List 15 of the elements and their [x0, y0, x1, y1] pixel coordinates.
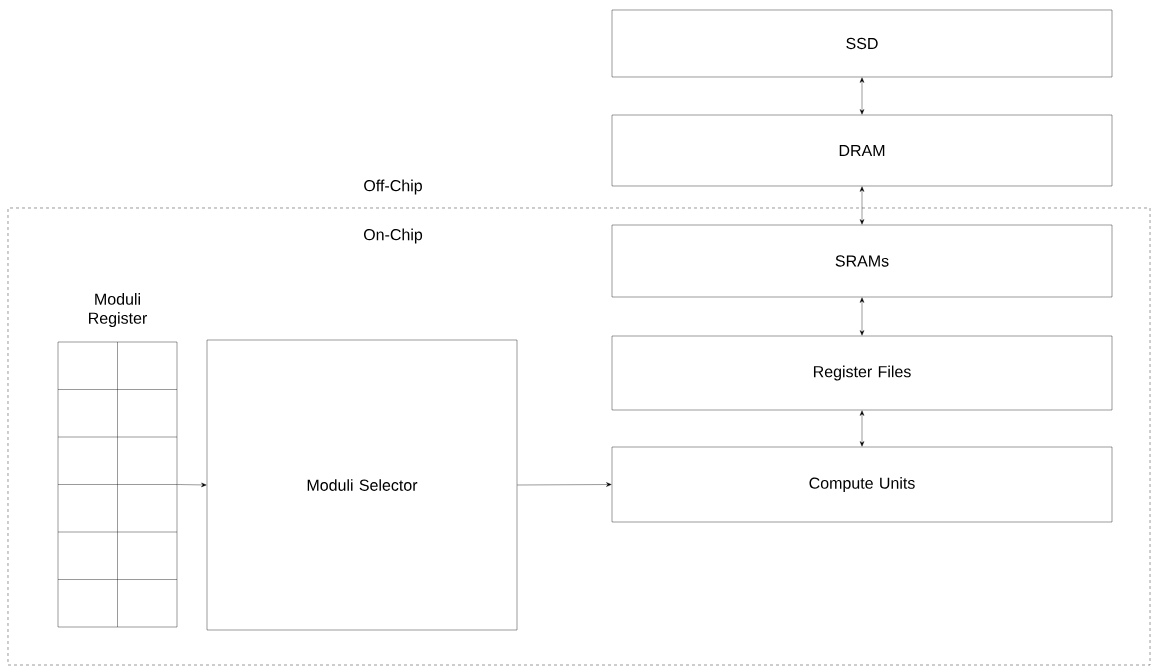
table-heading: Moduli Register	[89, 293, 147, 327]
arrow	[859, 410, 865, 447]
arrow	[859, 297, 865, 336]
arrow	[859, 186, 865, 225]
process-box: DRAM	[611, 114, 1113, 187]
process-box: Compute Units	[611, 446, 1113, 523]
process-box: Register Files	[611, 335, 1113, 411]
boundary-label: Off-Chip	[364, 179, 422, 195]
process-box: SSD	[611, 9, 1113, 78]
process-box: SRAMs	[611, 224, 1113, 298]
arrow	[177, 482, 207, 488]
arrow	[517, 482, 612, 487]
arrow	[859, 77, 865, 115]
region-label: On-Chip	[363, 228, 423, 244]
process-box: Moduli Selector	[206, 339, 518, 631]
